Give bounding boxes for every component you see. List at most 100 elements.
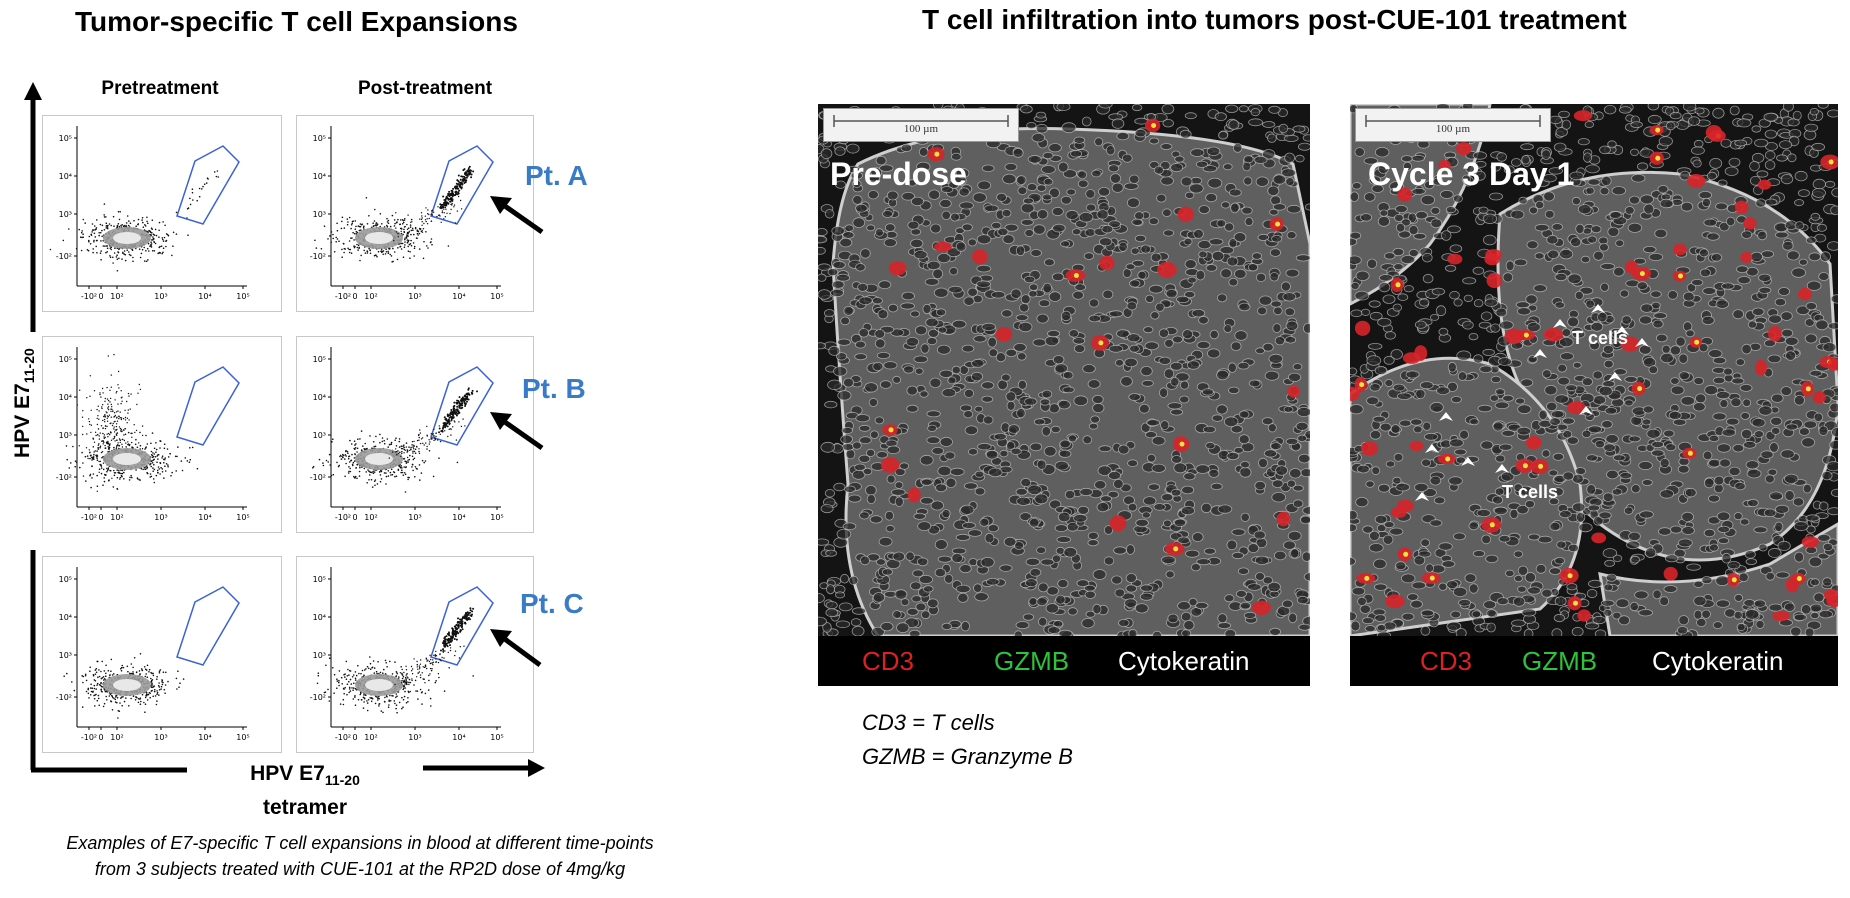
y-tick-label: 10⁴	[313, 393, 326, 402]
y-tick-label: 10⁵	[313, 134, 326, 143]
expanded-population	[186, 170, 219, 210]
y-tick-label: 10⁴	[313, 172, 326, 181]
x-tick-label: 10²	[364, 513, 377, 522]
x-tick-label: 10²	[110, 292, 123, 301]
x-tick-label: -10²	[335, 733, 351, 742]
y-tick-label: 10³	[59, 651, 72, 660]
stain-cd3: CD3	[862, 646, 915, 676]
y-tick-label: -10²	[310, 252, 326, 261]
expanded-population	[394, 607, 475, 686]
arrowhead-marker	[1425, 444, 1439, 453]
panel-label-pre-dose: Pre-dose	[830, 156, 967, 192]
column-header-pretreatment: Pretreatment	[101, 78, 219, 99]
y-tick-label: -10²	[56, 252, 72, 261]
stain-cd3: CD3	[1420, 646, 1473, 676]
left-figure-title: Tumor-specific T cell Expansions	[75, 6, 518, 37]
y-tick-label: 10⁵	[59, 134, 72, 143]
figure-caption: Examples of E7-specific T cell expansion…	[0, 830, 720, 882]
x-tick-label: 0	[98, 292, 103, 301]
cell-population	[65, 353, 199, 492]
x-tick-label: 0	[352, 513, 357, 522]
x-tick-label: -10²	[81, 292, 97, 301]
arrowhead-marker	[1495, 464, 1509, 473]
stain-definitions: CD3 = T cells GZMB = Granzyme B	[862, 706, 1073, 774]
pointer-arrows	[490, 196, 544, 668]
arrowhead-marker	[1635, 338, 1649, 347]
y-tick-label: 10⁵	[59, 355, 72, 364]
micrograph-cycle-3-day-1: 100 µm Cycle 3 Day 1 T cells T cells	[1350, 104, 1838, 636]
cell-texture	[818, 104, 1310, 636]
y-tick-label: 10⁴	[313, 613, 326, 622]
arrowhead-marker	[1553, 319, 1567, 328]
arrowhead-marker	[1579, 406, 1593, 415]
x-tick-label: 10⁵	[490, 513, 503, 522]
arrowhead-marker	[1591, 304, 1605, 313]
expanded-population	[388, 387, 478, 461]
y-tick-label: 10³	[313, 431, 326, 440]
scale-bar-2	[1365, 115, 1541, 127]
y-tick-label: 10³	[59, 210, 72, 219]
caption-line-1: Examples of E7-specific T cell expansion…	[66, 833, 654, 853]
gate-polygon	[176, 366, 240, 446]
x-tick-label: 10⁵	[490, 733, 503, 742]
x-tick-label: 10²	[110, 513, 123, 522]
patient-label-b: Pt. B	[522, 373, 586, 404]
x-axis-label: HPV E711-20 tetramer	[200, 760, 410, 822]
caption-line-2: from 3 subjects treated with CUE-101 at …	[94, 859, 626, 879]
arrowhead-marker	[1533, 349, 1547, 358]
x-tick-label: 10³	[408, 513, 421, 522]
arrowhead-marker	[1608, 372, 1622, 381]
annotation-t-cells-2: T cells	[1502, 482, 1559, 502]
gate-polygon	[176, 145, 240, 225]
patient-label-a: Pt. A	[525, 160, 588, 191]
y-tick-label: -10²	[310, 693, 326, 702]
stain-gzmb: GZMB	[1522, 646, 1598, 676]
gate-polygon	[430, 145, 494, 225]
axes-arrows	[24, 82, 545, 777]
x-tick-label: 10⁴	[452, 733, 465, 742]
x-tick-label: 10³	[408, 733, 421, 742]
pointer-arrow-a	[490, 196, 544, 235]
column-header-post-treatment: Post-treatment	[357, 78, 493, 99]
y-tick-label: 10⁵	[313, 575, 326, 584]
x-axis-label-line2: tetramer	[262, 796, 348, 820]
y-axis-label-sub: 11-20	[21, 348, 38, 384]
x-tick-label: 0	[98, 733, 103, 742]
pointer-arrow-b	[490, 412, 544, 451]
y-tick-label: -10²	[56, 693, 72, 702]
y-tick-label: 10³	[59, 431, 72, 440]
scale-bar-box-1: 100 µm	[823, 108, 1019, 142]
x-tick-label: 10⁵	[236, 292, 249, 301]
gate-polygon	[430, 366, 494, 446]
y-tick-label: 10⁴	[59, 393, 72, 402]
arrowhead-marker	[1615, 326, 1629, 335]
x-tick-label: 10⁵	[236, 513, 249, 522]
x-axis-label-sub: 11-20	[324, 772, 360, 789]
stain-cytokeratin: Cytokeratin	[1652, 646, 1784, 676]
x-tick-label: 10²	[110, 733, 123, 742]
stain-gzmb: GZMB	[994, 646, 1070, 676]
arrowhead-marker	[1439, 412, 1453, 421]
x-tick-label: 0	[98, 513, 103, 522]
micrograph-cycle-3-day-1-image	[1350, 104, 1838, 636]
scale-bar-box-2: 100 µm	[1355, 108, 1551, 142]
x-tick-label: -10²	[81, 733, 97, 742]
x-tick-label: 10⁴	[198, 513, 211, 522]
right-figure-title: T cell infiltration into tumors post-CUE…	[922, 4, 1627, 35]
definition-gzmb: GZMB = Granzyme B	[862, 744, 1073, 769]
scale-bar-text-1: 100 µm	[903, 123, 939, 135]
cell-texture	[1350, 104, 1838, 636]
stain-cytokeratin: Cytokeratin	[1118, 646, 1250, 676]
gate-polygon	[176, 586, 240, 666]
y-tick-label: 10⁵	[313, 355, 326, 364]
stain-legend-bar-2: CD3 GZMB Cytokeratin	[1350, 636, 1838, 686]
